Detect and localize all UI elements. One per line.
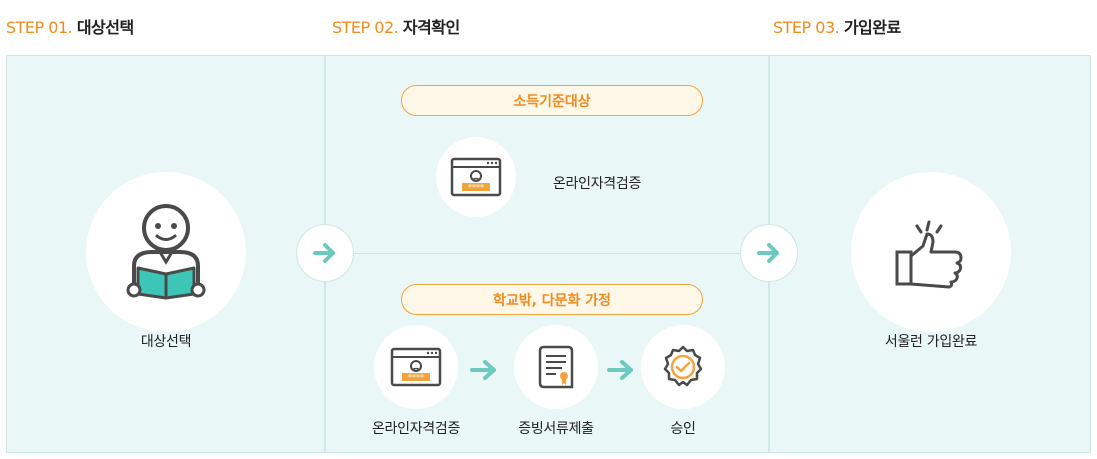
svg-text:****: **** — [408, 373, 424, 382]
step-3-name: 가입완료 — [843, 18, 901, 37]
arrow-right-icon — [469, 358, 499, 386]
income-online-verification-label: 온라인자격검증 — [552, 176, 642, 192]
approval-badge-icon — [641, 325, 725, 409]
arrow-right-icon — [606, 358, 636, 386]
school-multicultural-pill: 학교밖, 다문화 가정 — [401, 284, 703, 315]
document-submission-label: 증빙서류제출 — [518, 421, 594, 437]
approval-label: 승인 — [670, 421, 696, 437]
arrow-right-icon — [740, 224, 798, 282]
step-2-title: STEP 02. 자격확인 — [332, 14, 460, 38]
step-3-label: 서울런 가입완료 — [884, 334, 978, 350]
step-2-number: STEP 02. — [332, 18, 399, 37]
thumbs-up-icon — [851, 172, 1011, 332]
step-1-title: STEP 01. 대상선택 — [6, 14, 134, 38]
step-2-name: 자격확인 — [402, 18, 460, 37]
connector-line — [350, 253, 745, 254]
person-reading-icon — [86, 172, 246, 332]
income-target-pill: 소득기준대상 — [401, 85, 703, 116]
svg-text:****: **** — [468, 183, 484, 192]
school-online-verification-label: 온라인자격검증 — [371, 421, 461, 437]
step-1-label: 대상선택 — [140, 334, 192, 350]
step-1-number: STEP 01. — [6, 18, 73, 37]
step-3-title: STEP 03. 가입완료 — [773, 14, 901, 38]
online-verification-icon: **** — [374, 325, 458, 409]
document-certificate-icon — [514, 325, 598, 409]
step-1-name: 대상선택 — [76, 18, 134, 37]
step-3-number: STEP 03. — [773, 18, 840, 37]
arrow-right-icon — [296, 224, 354, 282]
online-verification-icon: **** — [436, 137, 516, 217]
